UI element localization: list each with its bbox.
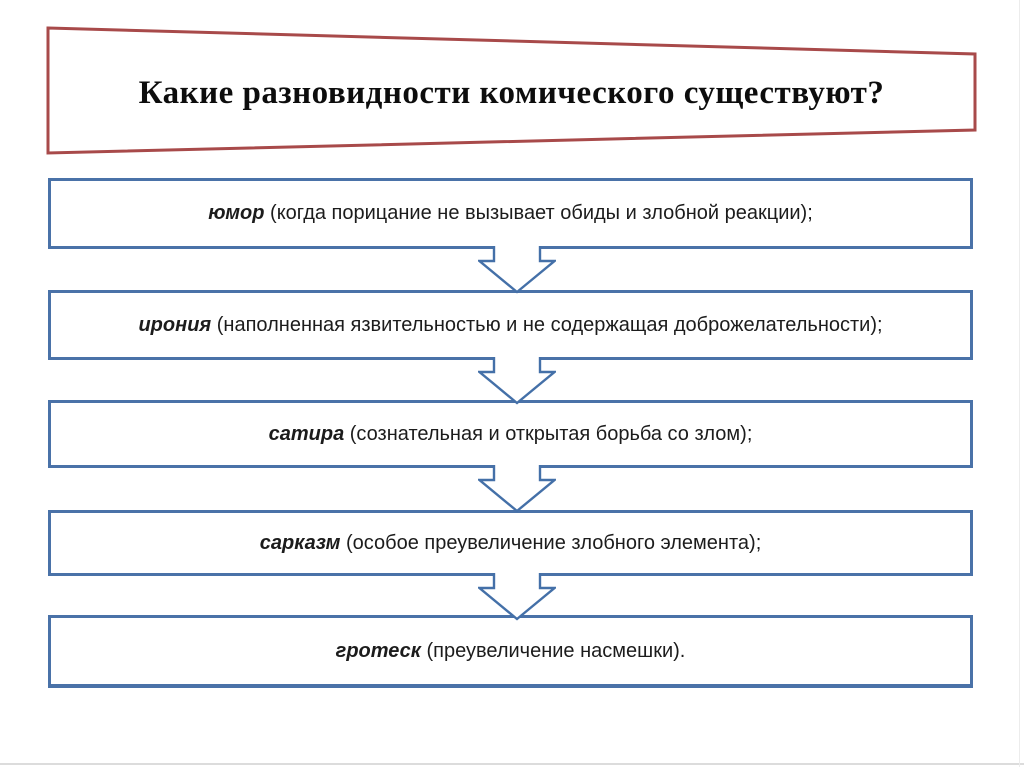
definition-text: (когда порицание не вызывает обиды и зло… [264,202,813,224]
down-arrow-icon [478,357,556,405]
definition-text: (преувеличение насмешки). [420,639,686,662]
flow-box-irony: ирония (наполненная язвительностью и не … [48,290,973,360]
down-arrow-icon [478,465,556,513]
term-text: гротеск [335,639,421,662]
definition-text: (особое преувеличение злобного элемента)… [340,531,762,554]
slide-title: Какие разновидности комического существу… [138,74,885,111]
flow-box-text: сарказм (особое преувеличение злобного э… [260,532,762,555]
flow-box-satire: сатира (сознательная и открытая борьба с… [48,400,973,468]
flow-box-grotesque: гротеск (преувеличение насмешки). [48,615,973,688]
definition-text: (наполненная язвительностью и не содержа… [211,313,883,336]
term-text: сатира [268,422,345,445]
flow-box-text: юмор (когда порицание не вызывает обиды … [208,202,813,225]
term-text: сарказм [259,531,341,554]
flow-box-text: гротеск (преувеличение насмешки). [336,640,686,663]
flow-box-humor: юмор (когда порицание не вызывает обиды … [48,178,973,249]
term-text: юмор [208,202,265,224]
definition-text: (сознательная и открытая борьба со злом)… [344,422,753,445]
term-text: ирония [138,313,212,336]
flow-box-sarcasm: сарказм (особое преувеличение злобного э… [48,510,973,576]
slide-right-edge [1019,0,1020,767]
down-arrow-icon [478,246,556,294]
flow-box-text: ирония (наполненная язвительностью и не … [138,314,882,337]
flow-box-text: сатира (сознательная и открытая борьба с… [269,423,753,446]
title-banner-trapezoid [46,26,977,155]
down-arrow-icon [478,573,556,621]
slide-bottom-edge [0,763,1024,765]
